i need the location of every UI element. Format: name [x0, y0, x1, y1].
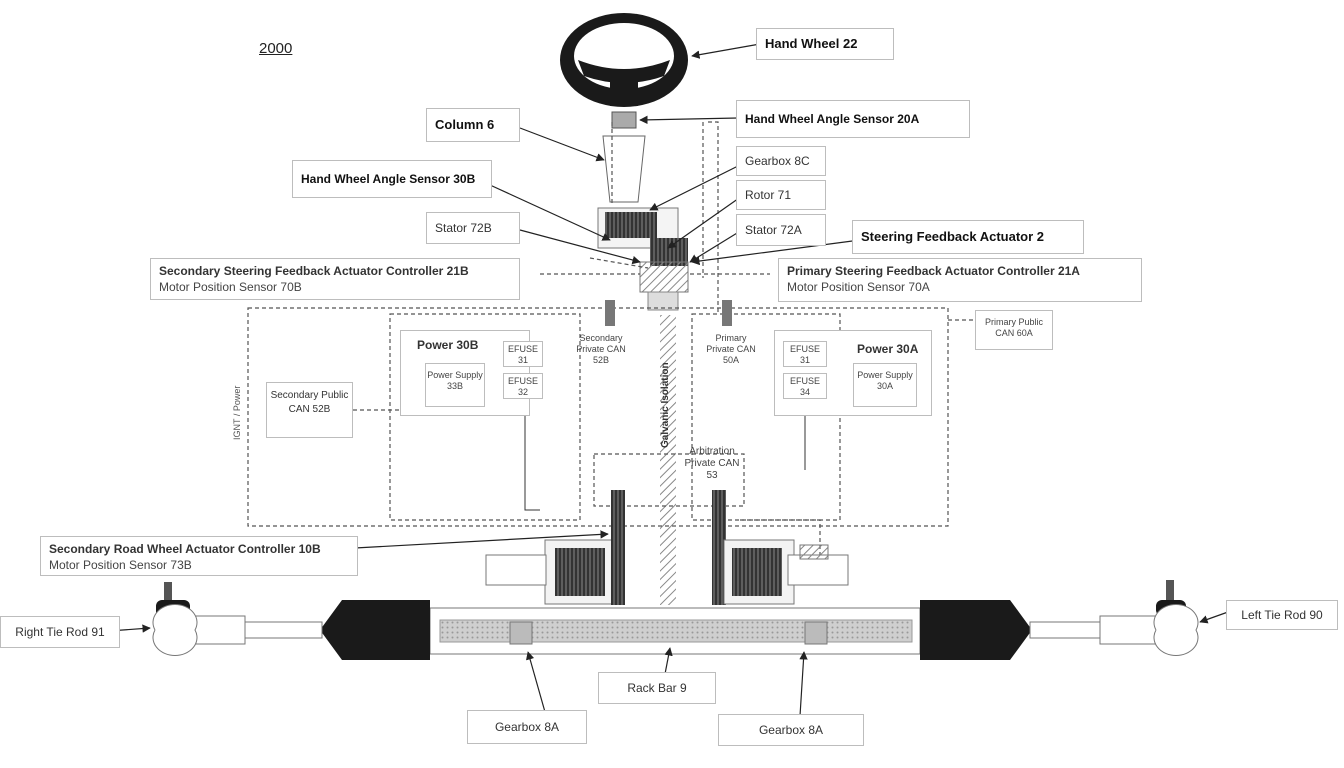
power-supply-b: Power Supply 33B: [425, 363, 485, 407]
power-a-block: EFUSE 31 EFUSE 34 Power 30A Power Supply…: [774, 330, 932, 416]
label-power-side: IGNT / Power: [232, 385, 242, 440]
label-hand-wheel: Hand Wheel 22: [756, 28, 894, 60]
label-secondary-private-can: Secondary Private CAN 52B: [576, 333, 626, 365]
label-gearbox-ba-right: Gearbox 8A: [718, 714, 864, 746]
label-stator-b: Stator 72B: [426, 212, 520, 244]
power-supply-a: Power Supply 30A: [853, 363, 917, 407]
label-left-tie-rod: Left Tie Rod 90: [1226, 600, 1338, 630]
steering-column-graphic: [602, 135, 646, 203]
label-arbitration-can: Arbitration Private CAN 53: [684, 446, 740, 481]
tie-rods-graphic: [152, 580, 1199, 656]
figure-number: 2000: [259, 40, 293, 57]
label-gearbox-ba-left: Gearbox 8A: [467, 710, 587, 744]
label-stator-a: Stator 72A: [736, 214, 826, 246]
hand-wheel-graphic: [560, 13, 688, 129]
controller-outlines: [247, 121, 975, 560]
leader-arrows: [94, 43, 1229, 717]
label-primary-private-can: Primary Private CAN 50A: [706, 333, 756, 365]
secondary-rwa-controller-title: Secondary Road Wheel Actuator Controller…: [49, 542, 321, 556]
primary-motor-sensor-text: Motor Position Sensor 70A: [787, 280, 930, 294]
label-column: Column 6: [426, 108, 520, 142]
label-galvanic-isolation: Galvanic Isolation: [660, 362, 671, 448]
can-connectors: [605, 300, 732, 326]
label-gearbox-bc: Gearbox 8C: [736, 146, 826, 176]
label-right-tie-rod: Right Tie Rod 91: [0, 616, 120, 648]
secondary-sfa-controller-title: Secondary Steering Feedback Actuator Con…: [159, 264, 469, 278]
label-primary-public-can: Primary Public CAN 60A: [975, 310, 1053, 350]
label-rack-bar: Rack Bar 9: [598, 672, 716, 704]
power-b-block: Power 30B EFUSE 31 EFUSE 32 Power Supply…: [400, 330, 543, 416]
road-wheel-actuators-graphic: [485, 490, 849, 605]
secondary-rwa-sensor-text: Motor Position Sensor 73B: [49, 558, 192, 572]
rack-housing-graphic: [184, 600, 1161, 660]
label-secondary-sfa-controller: Secondary Steering Feedback Actuator Con…: [150, 258, 520, 300]
label-hand-wheel-angle-sensor-b: Hand Wheel Angle Sensor 30B: [292, 160, 492, 198]
label-hand-wheel-angle-sensor-a: Hand Wheel Angle Sensor 20A: [736, 100, 970, 138]
feedback-actuator-graphic: [597, 207, 689, 311]
power-a-title: Power 30A: [857, 342, 919, 356]
efuse-b1: EFUSE 31: [503, 341, 543, 367]
efuse-a2: EFUSE 34: [783, 373, 827, 399]
label-rotor: Rotor 71: [736, 180, 826, 210]
efuse-b2: EFUSE 32: [503, 373, 543, 399]
power-b-title: Power 30B: [417, 338, 479, 352]
label-primary-sfa-controller: Primary Steering Feedback Actuator Contr…: [778, 258, 1142, 302]
secondary-motor-sensor-text: Motor Position Sensor 70B: [159, 280, 302, 294]
primary-sfa-controller-title: Primary Steering Feedback Actuator Contr…: [787, 264, 1080, 278]
efuse-a1: EFUSE 31: [783, 341, 827, 367]
label-secondary-public-can: Secondary Public CAN 52B: [266, 382, 353, 438]
label-steering-feedback-actuator: Steering Feedback Actuator 2: [852, 220, 1084, 254]
label-secondary-rwa-controller: Secondary Road Wheel Actuator Controller…: [40, 536, 358, 576]
galvanic-isolation-band: [660, 315, 676, 605]
